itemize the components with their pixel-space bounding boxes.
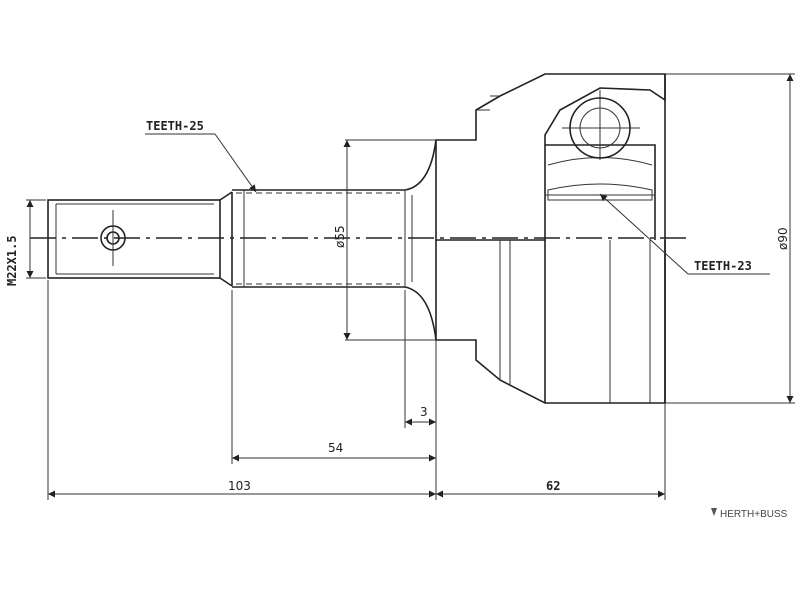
dim-62: 62 <box>436 403 666 500</box>
dim-3: 3 <box>404 290 437 428</box>
housing-diameter-dimension: ø90 <box>665 73 795 404</box>
dim-103-label: 103 <box>228 479 251 493</box>
shaft-diameter-label: ø55 <box>333 225 347 248</box>
ball <box>562 90 640 160</box>
threaded-stub <box>47 191 233 287</box>
brand-mark: HERTH+BUSS <box>711 508 788 520</box>
teeth-inner-callout: TEETH-23 <box>599 193 770 275</box>
teeth-inner-label: TEETH-23 <box>694 259 752 273</box>
dim-62-label: 62 <box>546 479 560 493</box>
brand-text: HERTH+BUSS <box>720 509 788 520</box>
teeth-shaft-callout: TEETH-25 <box>145 119 257 193</box>
dim-54-label: 54 <box>328 441 343 455</box>
dim-54: 54 <box>231 290 437 464</box>
brand-logo-icon <box>711 508 717 516</box>
housing-diameter-label: ø90 <box>776 227 790 250</box>
shaft-diameter-dimension: ø55 <box>333 139 436 341</box>
dim-3-label: 3 <box>420 405 428 419</box>
thread-dimension: M22X1.5 <box>5 199 46 286</box>
teeth-shaft-label: TEETH-25 <box>146 119 204 133</box>
dim-103: 103 <box>47 280 437 500</box>
thread-label: M22X1.5 <box>5 235 19 286</box>
